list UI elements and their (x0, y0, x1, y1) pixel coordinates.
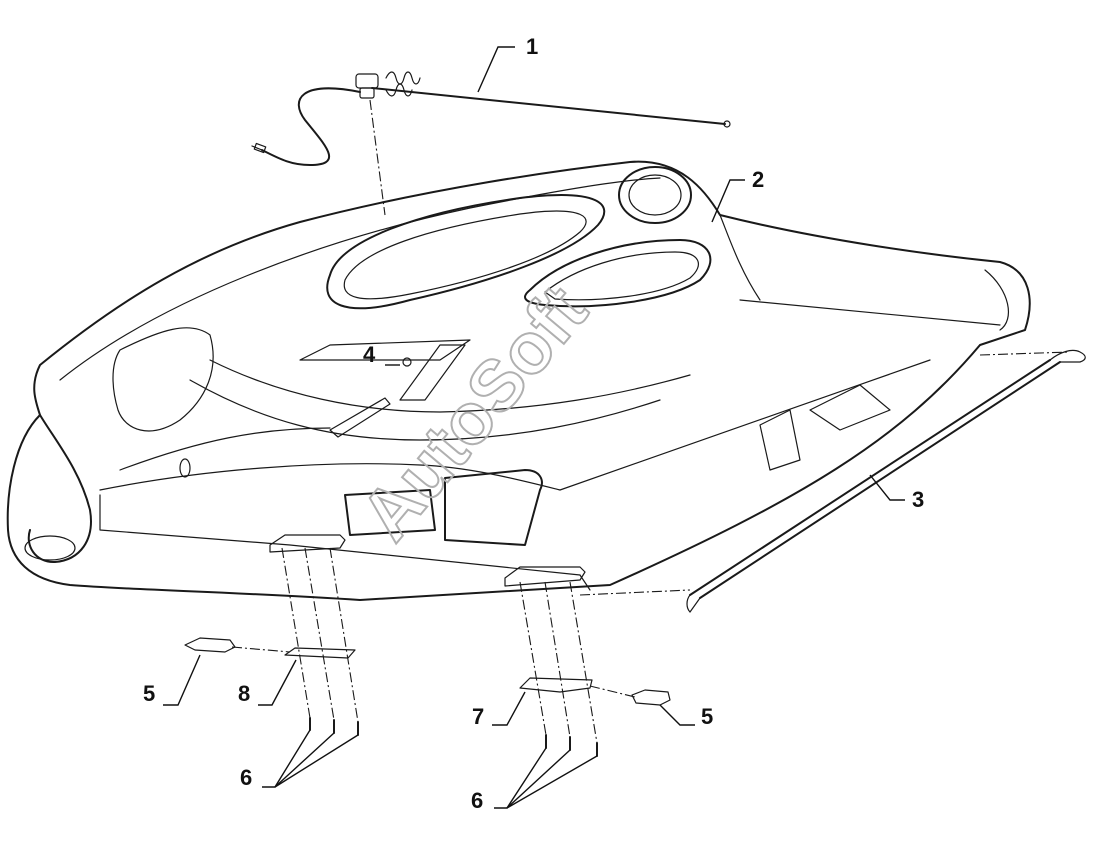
part-8-bracket (284, 647, 356, 659)
callout-1: 1 (526, 34, 538, 59)
screws-left (309, 717, 359, 736)
part-7-bracket (519, 677, 593, 693)
watermark: AutoSoft (346, 271, 603, 555)
assembly-lines (231, 99, 1071, 744)
callout-5-left: 5 (143, 681, 155, 706)
part-5-clip-right (631, 689, 671, 706)
callout-5-right: 5 (701, 704, 713, 729)
part-3-trim-strip (686, 349, 1086, 613)
part-1-antenna-cable (251, 71, 731, 166)
screws-right (545, 734, 598, 757)
callout-3: 3 (912, 487, 924, 512)
callout-6-right: 6 (471, 788, 483, 813)
fastener-hardware (184, 534, 671, 757)
part-5-clip-left (184, 637, 236, 653)
callout-4: 4 (363, 342, 376, 367)
callout-7: 7 (472, 704, 484, 729)
callout-6-left: 6 (240, 765, 252, 790)
callout-leaders (163, 46, 905, 809)
part-2-shelf-body (6, 160, 1031, 601)
callout-labels: 1 2 3 4 5 5 6 6 7 8 (143, 34, 924, 813)
callout-2: 2 (752, 167, 764, 192)
callout-8: 8 (238, 681, 250, 706)
